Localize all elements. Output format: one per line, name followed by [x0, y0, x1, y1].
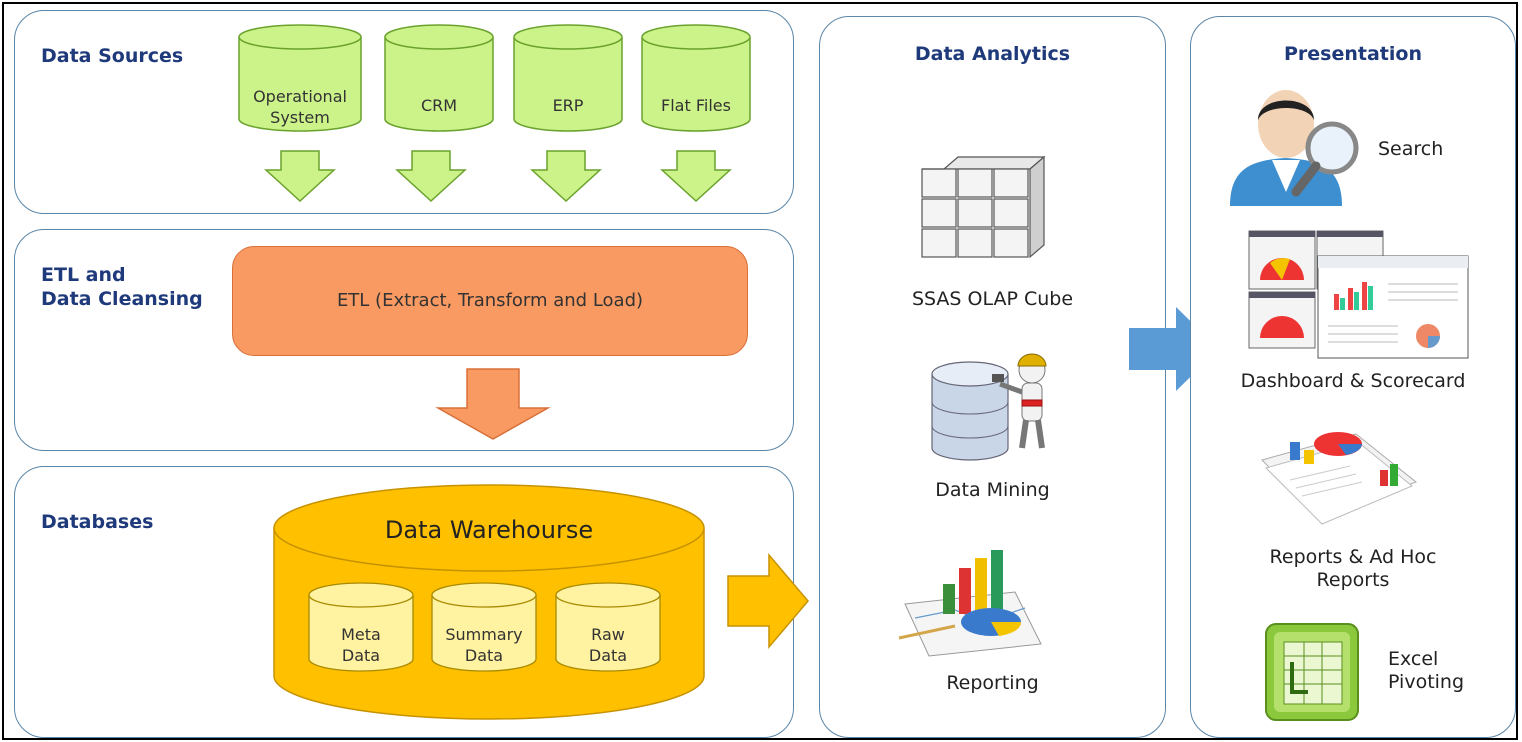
store-label-line2: Data	[588, 646, 628, 665]
warehouse-label: Data Warehourse	[384, 516, 594, 544]
etl-process-box	[232, 246, 748, 356]
etl-title-line1: ETL and	[41, 264, 126, 286]
store-label-line1: Meta	[341, 625, 381, 644]
store-cylinder-summary	[431, 582, 537, 672]
presentation-label-dashboard: Dashboard & Scorecard	[1240, 370, 1466, 392]
source-label-crm: CRM	[420, 96, 458, 115]
source-arrow-flatfiles	[660, 150, 732, 203]
source-cylinder-crm	[384, 24, 494, 132]
databases-title: Databases	[41, 511, 154, 533]
source-label-operational: Operational System	[238, 86, 362, 128]
excel-label-line2: Pivoting	[1388, 671, 1465, 693]
etl-process-label: ETL (Extract, Transform and Load)	[336, 290, 644, 311]
etl-title-line2: Data Cleansing	[41, 288, 203, 310]
source-label-line2: System	[270, 108, 330, 127]
source-label-erp: ERP	[552, 96, 584, 115]
presentation-label-excel: Excel Pivoting	[1388, 648, 1464, 694]
analytics-label-mining: Data Mining	[935, 479, 1050, 501]
search-user-icon	[1230, 90, 1359, 206]
source-arrow-operational	[264, 150, 336, 203]
store-cylinder-meta	[308, 582, 414, 672]
store-label-raw: Raw Data	[555, 624, 661, 666]
presentation-label-reports: Reports & Ad Hoc Reports	[1190, 546, 1516, 592]
store-cylinder-raw	[555, 582, 661, 672]
source-cylinder-erp	[513, 24, 623, 132]
source-cylinder-operational	[238, 24, 362, 132]
store-label-line2: Data	[464, 646, 504, 665]
store-label-line2: Data	[341, 646, 381, 665]
reporting-icon	[898, 550, 1042, 657]
data-analytics-title: Data Analytics	[914, 43, 1071, 65]
source-arrow-erp	[530, 150, 602, 203]
presentation-label-search: Search	[1378, 138, 1444, 160]
dashboard-icon	[1248, 230, 1469, 359]
data-mining-icon	[931, 353, 1047, 461]
source-label-flatfiles: Flat Files	[661, 96, 731, 115]
etl-title: ETL and Data Cleansing	[41, 263, 203, 311]
store-label-line1: Raw	[591, 625, 625, 644]
warehouse-to-analytics-arrow	[727, 552, 809, 650]
source-arrow-crm	[395, 150, 467, 203]
store-label-summary: Summary Data	[431, 624, 537, 666]
olap-cube-icon	[921, 155, 1046, 259]
data-sources-title: Data Sources	[41, 45, 184, 67]
analytics-label-olap: SSAS OLAP Cube	[911, 288, 1074, 310]
presentation-title: Presentation	[1284, 43, 1422, 65]
etl-down-arrow	[435, 368, 551, 440]
reports-label-line1: Reports & Ad Hoc	[1269, 546, 1437, 568]
source-label-line1: Operational	[253, 87, 347, 106]
excel-label-line1: Excel	[1388, 648, 1439, 670]
store-label-meta: Meta Data	[308, 624, 414, 666]
source-cylinder-flatfiles	[641, 24, 751, 132]
reports-label-line2: Reports	[1316, 569, 1390, 591]
store-label-line1: Summary	[445, 625, 523, 644]
excel-icon	[1265, 623, 1359, 721]
reports-icon	[1261, 432, 1417, 525]
analytics-label-reporting: Reporting	[946, 672, 1039, 694]
